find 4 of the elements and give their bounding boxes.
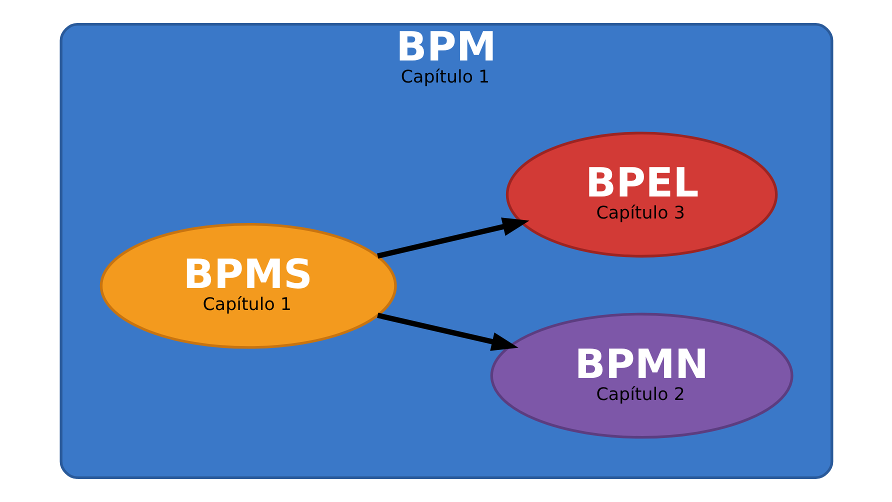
node-ellipse: BPMS Capítulo 1 — [99, 222, 396, 349]
arrow — [376, 218, 529, 259]
arrow — [376, 312, 518, 351]
node-ellipse: BPEL Capítulo 3 — [505, 132, 778, 258]
